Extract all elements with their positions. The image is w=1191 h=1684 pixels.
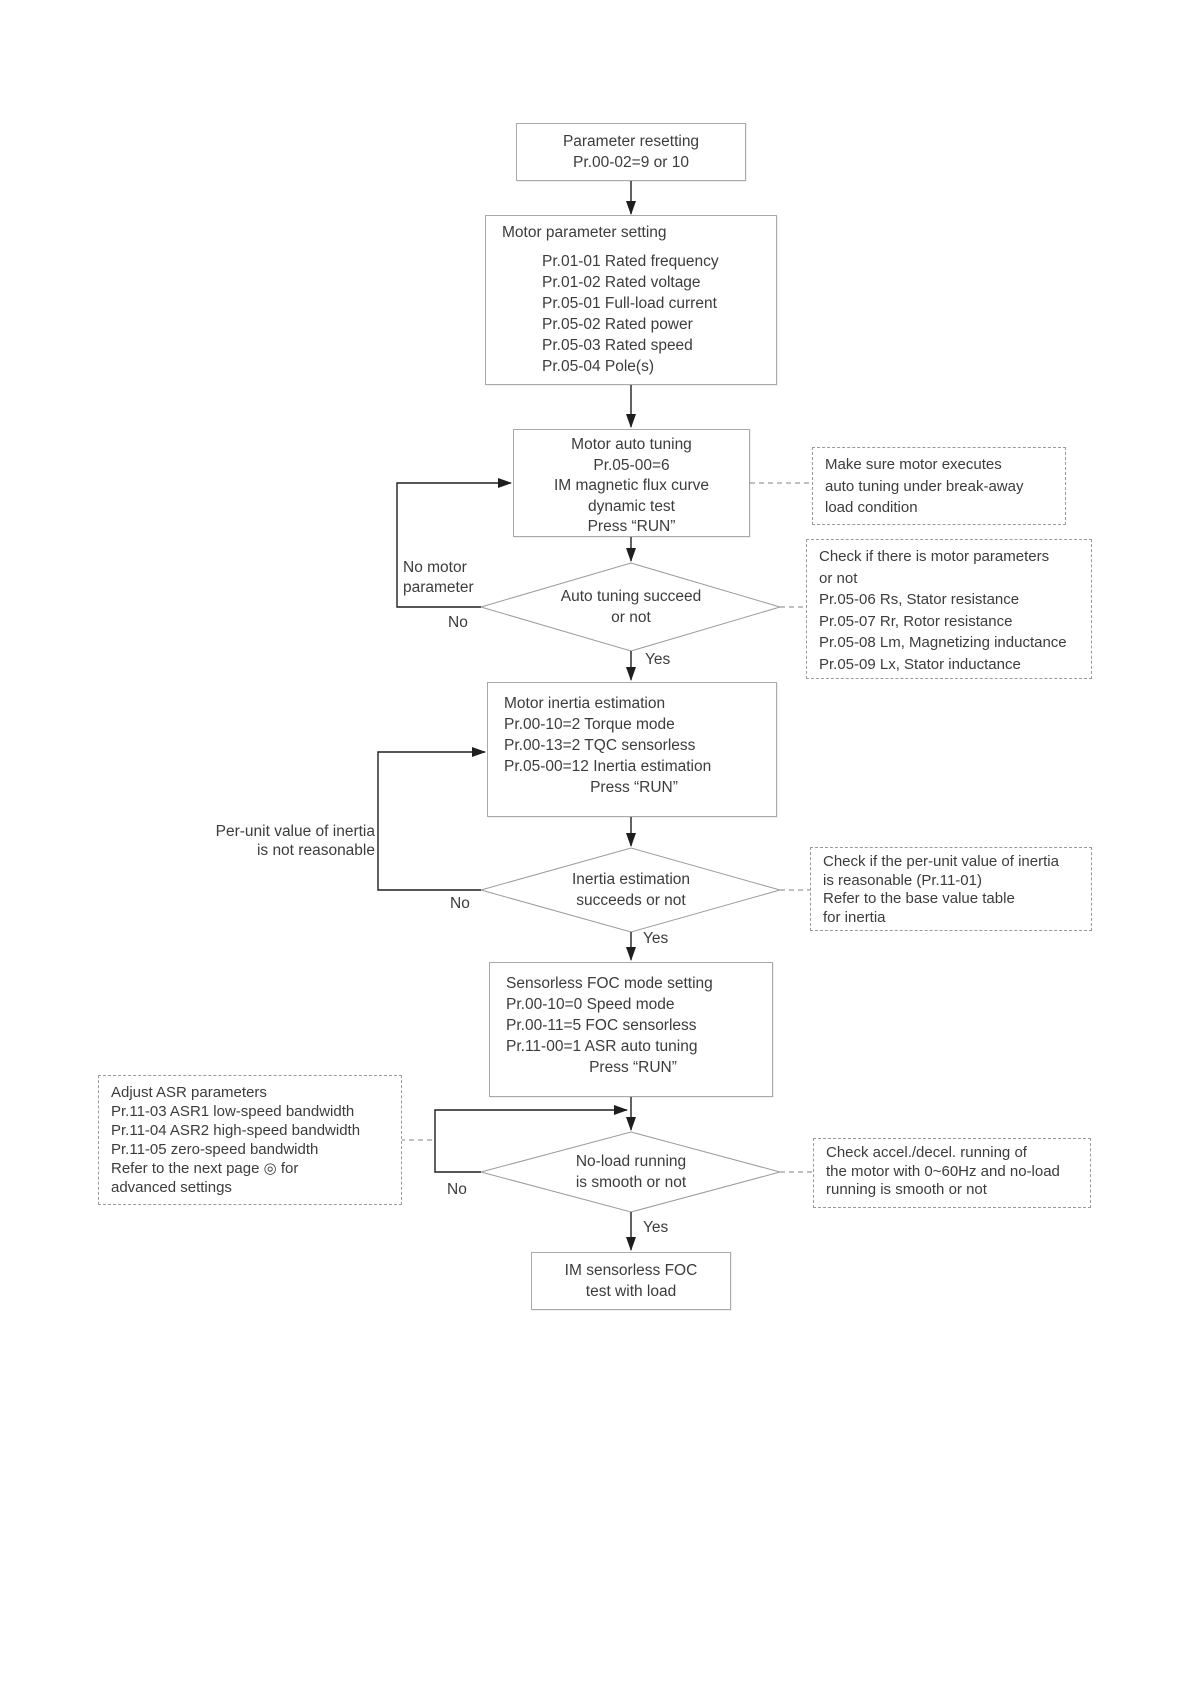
no-loop-arrow-inertia: [377, 747, 486, 891]
edge-label-no-3: No: [447, 1181, 467, 1198]
edge-label-no-1: No: [448, 614, 468, 631]
edge-label-yes-2: Yes: [643, 930, 669, 947]
edge-label-no-2: No: [450, 895, 470, 912]
edge-label-yes-3: Yes: [643, 1219, 669, 1236]
no-loop-arrow-no-load: [434, 1105, 628, 1173]
edge-label-yes-1: Yes: [645, 651, 671, 668]
no-loop-arrow-auto-tuning: [396, 478, 512, 608]
